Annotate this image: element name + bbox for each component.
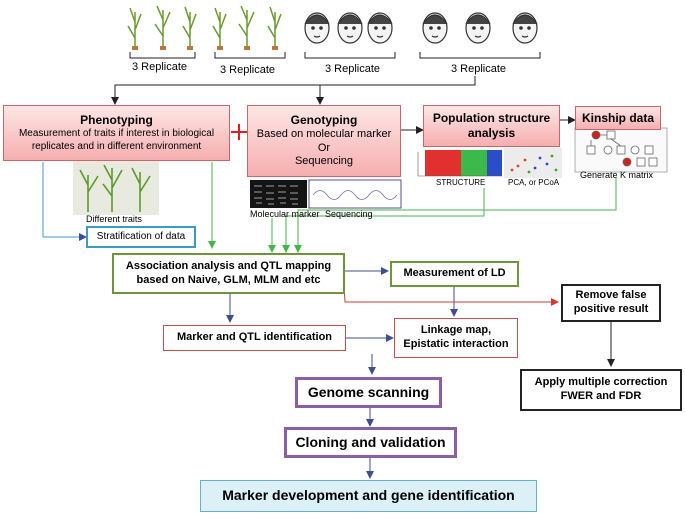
multiple-correction-line2: FWER and FDR [560,390,642,402]
face-icons [304,12,538,44]
genotyping-box: Genotyping Based on molecular marker Or … [247,105,401,177]
phenotyping-title: Phenotyping [80,113,153,127]
genotyping-line3: Sequencing [294,155,354,168]
marker-dev-box: Marker development and gene identificati… [200,480,537,512]
replicate-merge-lines [111,76,476,105]
marker-qtl-label: Marker and QTL identification [176,331,333,344]
replicate-label-4: 3 Replicate [451,63,507,75]
structure-label: STRUCTURE [436,178,486,187]
genotyping-line1: Based on molecular marker [256,127,392,140]
pca-plot [504,148,562,178]
linkage-line1: Linkage map, [420,324,492,337]
genome-scanning-box: Genome scanning [295,377,442,408]
replicate-brackets [129,52,541,59]
ld-box: Measurement of LD [390,261,519,287]
arrow-structure-green [282,188,485,253]
stratification-box: Stratification of data [86,226,196,248]
linkage-box: Linkage map, Epistatic interaction [394,318,518,358]
plus-sign [231,124,247,140]
pca-label: PCA, or PCoA [508,178,560,187]
association-line1: Association analysis and QTL mapping [125,259,332,272]
stratification-label: Stratification of data [96,230,186,242]
plants-photo [73,160,159,215]
genome-scanning-label: Genome scanning [307,383,430,400]
population-structure-title: Population structure analysis [432,111,551,140]
kinship-title: Kinship data [581,110,654,125]
marker-dev-label: Marker development and gene identificati… [222,487,515,504]
population-structure-box: Population structure analysis [423,105,560,147]
plant-icons [127,5,282,50]
phenotyping-box: Phenotyping Measurement of traits if int… [3,105,230,161]
molecular-marker-label: Molecular marker [250,209,320,219]
cloning-label: Cloning and validation [295,433,446,450]
structure-plot [417,150,502,177]
different-traits-label: Different traits [86,214,142,224]
replicate-label-3: 3 Replicate [325,63,381,75]
remove-false-box: Remove false positive result [561,284,661,322]
replicate-label-1: 3 Replicate [132,61,188,73]
sequencing-label: Sequencing [325,209,373,219]
cloning-box: Cloning and validation [284,427,457,458]
multiple-correction-box: Apply multiple correction FWER and FDR [520,369,682,411]
gel-image [250,180,307,208]
kinship-pedigree [574,127,668,173]
ld-label: Measurement of LD [403,267,506,280]
association-box: Association analysis and QTL mapping bas… [112,253,345,294]
genotyping-line2: Or [317,141,331,154]
arrow-phenotyping-to-stratification [42,162,87,241]
multiple-correction-line1: Apply multiple correction [534,376,668,389]
association-line2: based on Naive, GLM, MLM and etc [136,273,321,286]
linkage-line2: Epistatic interaction [403,338,509,350]
arrow-kinship-green [294,178,617,253]
kinship-box: Kinship data [575,106,661,130]
phenotyping-body: Measurement of traits if interest in bio… [18,128,215,152]
genotyping-title: Genotyping [290,112,358,127]
marker-qtl-box: Marker and QTL identification [163,325,346,351]
remove-false-line1: Remove false [575,289,647,302]
sequencing-image [308,179,402,209]
remove-false-line2: positive result [573,303,649,315]
k-matrix-label: Generate K matrix [580,170,654,180]
replicate-label-2: 3 Replicate [220,64,276,76]
arrow-to-remove-false [343,284,559,306]
